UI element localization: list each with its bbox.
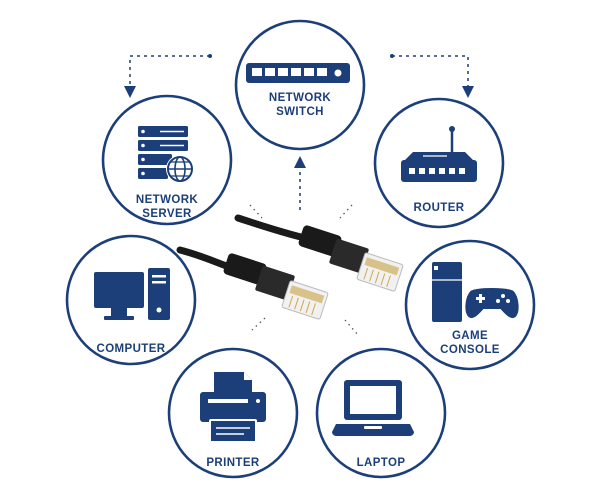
printer-icon bbox=[200, 372, 266, 443]
node-game-console: GAME CONSOLE bbox=[404, 239, 536, 371]
label-router: ROUTER bbox=[414, 202, 465, 214]
node-computer: COMPUTER bbox=[65, 234, 197, 366]
laptop-icon bbox=[332, 380, 414, 436]
label-game-console-line1: GAME bbox=[452, 330, 488, 342]
node-printer: PRINTER bbox=[167, 347, 299, 479]
desktop-computer-icon bbox=[94, 268, 170, 320]
network-switch-icon bbox=[246, 63, 350, 83]
radial-dotted-connectors bbox=[249, 204, 359, 336]
game-console-icon bbox=[432, 262, 521, 322]
label-network-server-line1: NETWORK bbox=[136, 194, 199, 206]
label-network-server-line2: SERVER bbox=[142, 208, 192, 220]
label-computer: COMPUTER bbox=[96, 343, 165, 355]
connector-switch-to-router bbox=[390, 54, 474, 98]
label-game-console-line2: CONSOLE bbox=[440, 344, 500, 356]
server-rack-icon bbox=[138, 126, 194, 183]
label-network-switch-line2: SWITCH bbox=[276, 106, 324, 118]
node-laptop: LAPTOP bbox=[315, 347, 447, 479]
node-router: ROUTER bbox=[373, 97, 505, 229]
label-network-switch-line1: NETWORK bbox=[269, 92, 332, 104]
node-network-server: NETWORK SERVER bbox=[101, 94, 233, 226]
router-icon bbox=[401, 126, 477, 182]
connector-switch-to-server bbox=[124, 54, 212, 98]
label-laptop: LAPTOP bbox=[357, 457, 406, 469]
node-network-switch: NETWORK SWITCH bbox=[234, 19, 366, 151]
label-printer: PRINTER bbox=[206, 457, 260, 469]
ethernet-cable-icon bbox=[176, 214, 404, 320]
